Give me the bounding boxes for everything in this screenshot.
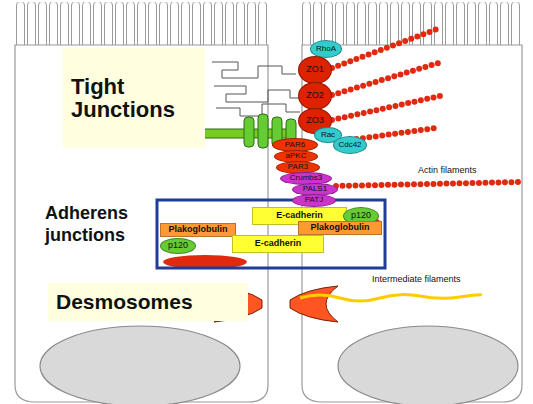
protein-oval: Cdc42: [333, 136, 367, 154]
node-text: E-cadherin: [276, 211, 323, 220]
node-text: Cdc42: [338, 141, 361, 149]
node-text: PAR6: [285, 141, 305, 149]
node-text: Crumbs3: [290, 174, 322, 182]
node-text: Desmosomes: [56, 291, 193, 313]
node-text: PATJ: [305, 196, 323, 204]
node-text: ZO2: [306, 91, 324, 100]
protein-oval: PATJ: [292, 194, 336, 207]
protein-box: E-cadherin: [232, 235, 324, 253]
microvilli: [15, 2, 268, 46]
node-text: p120: [168, 241, 188, 250]
protein-box: Plakoglobulin: [160, 223, 236, 237]
node-text: E-cadherin: [255, 239, 302, 248]
node-text: Tight Junctions: [71, 75, 197, 121]
node-text: Plakoglobulin: [310, 223, 369, 232]
node-text: PAR3: [288, 163, 308, 171]
adherens-frame: [157, 200, 385, 268]
epithelial-cells: [15, 2, 522, 404]
node-text: Plakoglobulin: [168, 225, 227, 234]
tight-junction-strands: [212, 62, 300, 116]
protein-oval: ZO1: [298, 56, 332, 84]
nucleus: [338, 326, 518, 404]
nucleus: [40, 326, 240, 404]
protein-oval: ZO2: [298, 82, 332, 110]
node-text: Rac: [321, 131, 335, 139]
node-text: RhoA: [316, 45, 336, 53]
node-text: aPKC: [286, 152, 307, 160]
node-text: ZO3: [306, 116, 324, 125]
filament-label: Actin filaments: [418, 165, 528, 176]
actin-filament: [332, 28, 520, 225]
node-text: ZO1: [306, 65, 324, 74]
filament-label: Intermediate filaments: [372, 274, 512, 285]
protein-box: Plakoglobulin: [298, 221, 382, 235]
node-text: PALS1: [303, 185, 327, 193]
node-text: p120: [351, 211, 371, 220]
section-title: Adherens junctions: [45, 203, 157, 246]
intermediate-filament: [300, 294, 482, 301]
section-title: Tight Junctions: [63, 48, 205, 148]
protein-oval: p120: [160, 238, 196, 254]
section-title: Desmosomes: [48, 283, 248, 321]
